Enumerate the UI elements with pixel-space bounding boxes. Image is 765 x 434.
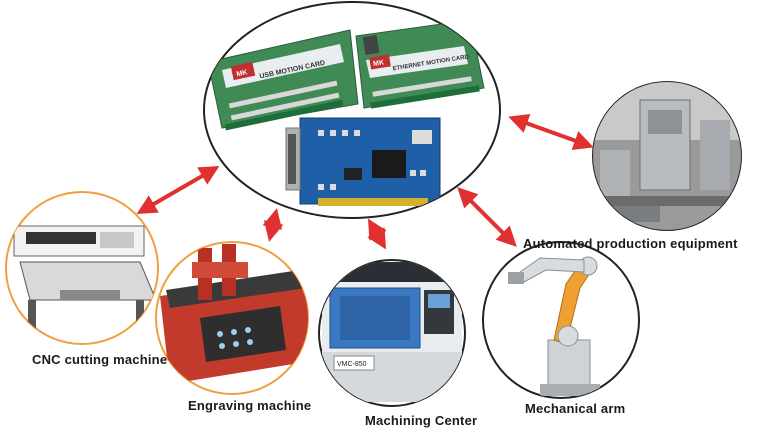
- engraving-illustration: [155, 241, 309, 395]
- label-mechanical-arm: Mechanical arm: [525, 401, 626, 416]
- arrow-hub-automated: [508, 113, 594, 151]
- label-automated-equipment: Automated production equipment: [523, 236, 738, 251]
- ethernet-motion-card: MK ETHERNET MOTION CARD: [355, 19, 485, 109]
- usb-motion-card: MK USB MOTION CARD: [207, 29, 359, 131]
- pci-motion-card: [285, 117, 441, 206]
- label-machining-center: Machining Center: [365, 413, 478, 428]
- cnc-cutting-illustration: [5, 191, 159, 345]
- arrow-hub-cnc: [136, 165, 220, 215]
- arrow-hub-arm: [457, 187, 517, 247]
- machining-center-illustration: VMC-850: [318, 259, 466, 407]
- mechanical-arm-illustration: [482, 241, 640, 399]
- motion-card-hub: MK USB MOTION CARD MK ETHERNET MOTION CA…: [203, 1, 501, 219]
- arrow-hub-engraving: [262, 208, 284, 242]
- ethernet-card-brand: MK: [373, 59, 385, 68]
- automated-equipment-illustration: [592, 81, 742, 231]
- usb-card-brand: MK: [236, 69, 248, 78]
- label-engraving: Engraving machine: [188, 398, 312, 413]
- arrow-hub-machining: [367, 218, 387, 250]
- machine-panel-model: VMC-850: [337, 361, 367, 368]
- connector-arrows: [136, 113, 594, 250]
- label-cnc-cutting: CNC cutting machine: [32, 352, 168, 367]
